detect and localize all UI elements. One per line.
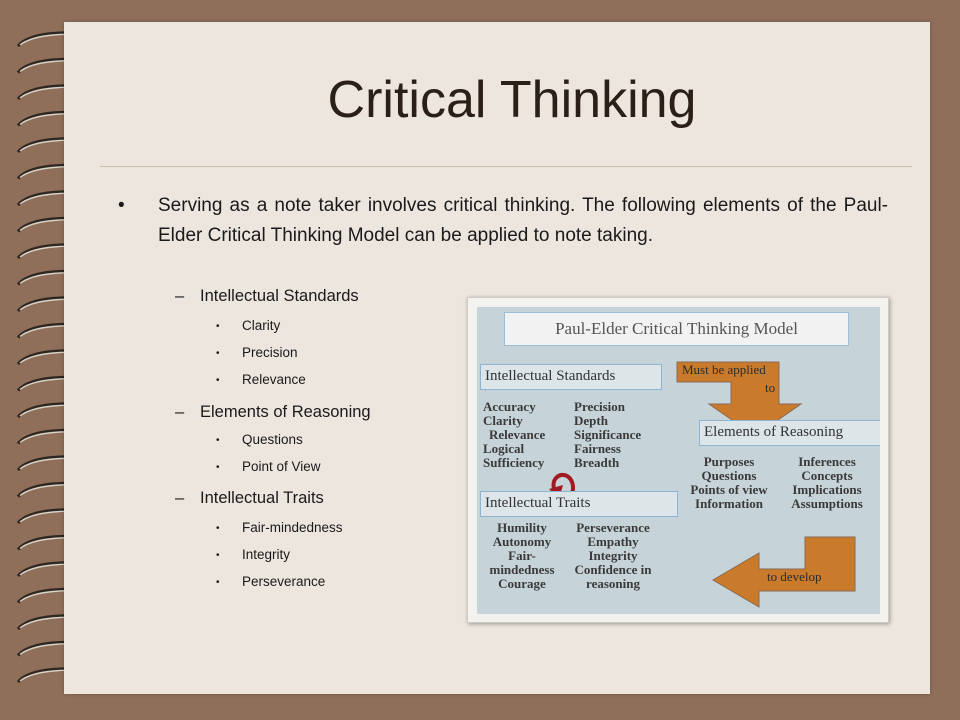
intro-text: Serving as a note taker involves critica… <box>158 195 888 246</box>
paul-elder-diagram: Paul-Elder Critical Thinking Model Intel… <box>477 307 880 614</box>
elements-box: Elements of Reasoning <box>699 420 880 446</box>
model-diagram-frame: Paul-Elder Critical Thinking Model Intel… <box>467 297 889 623</box>
to-develop-arrow <box>712 536 856 608</box>
arrow-label-develop: to develop <box>767 569 822 584</box>
title-divider <box>100 166 912 167</box>
elements-label: Elements of Reasoning <box>704 424 844 440</box>
standards-box: Intellectual Standards <box>480 364 662 390</box>
traits-box: Intellectual Traits <box>480 491 678 517</box>
bullet-dot: • <box>118 195 125 216</box>
intro-bullet: • Serving as a note taker involves criti… <box>118 191 888 251</box>
diagram-title: Paul-Elder Critical Thinking Model <box>555 319 798 338</box>
standards-label: Intellectual Standards <box>485 368 616 384</box>
arrow-label-applied: Must be applied <box>682 362 766 377</box>
slide-title: Critical Thinking <box>327 71 697 129</box>
diagram-title-box: Paul-Elder Critical Thinking Model <box>504 312 849 346</box>
arrow-label-to: to <box>765 380 776 395</box>
traits-label: Intellectual Traits <box>485 495 591 511</box>
